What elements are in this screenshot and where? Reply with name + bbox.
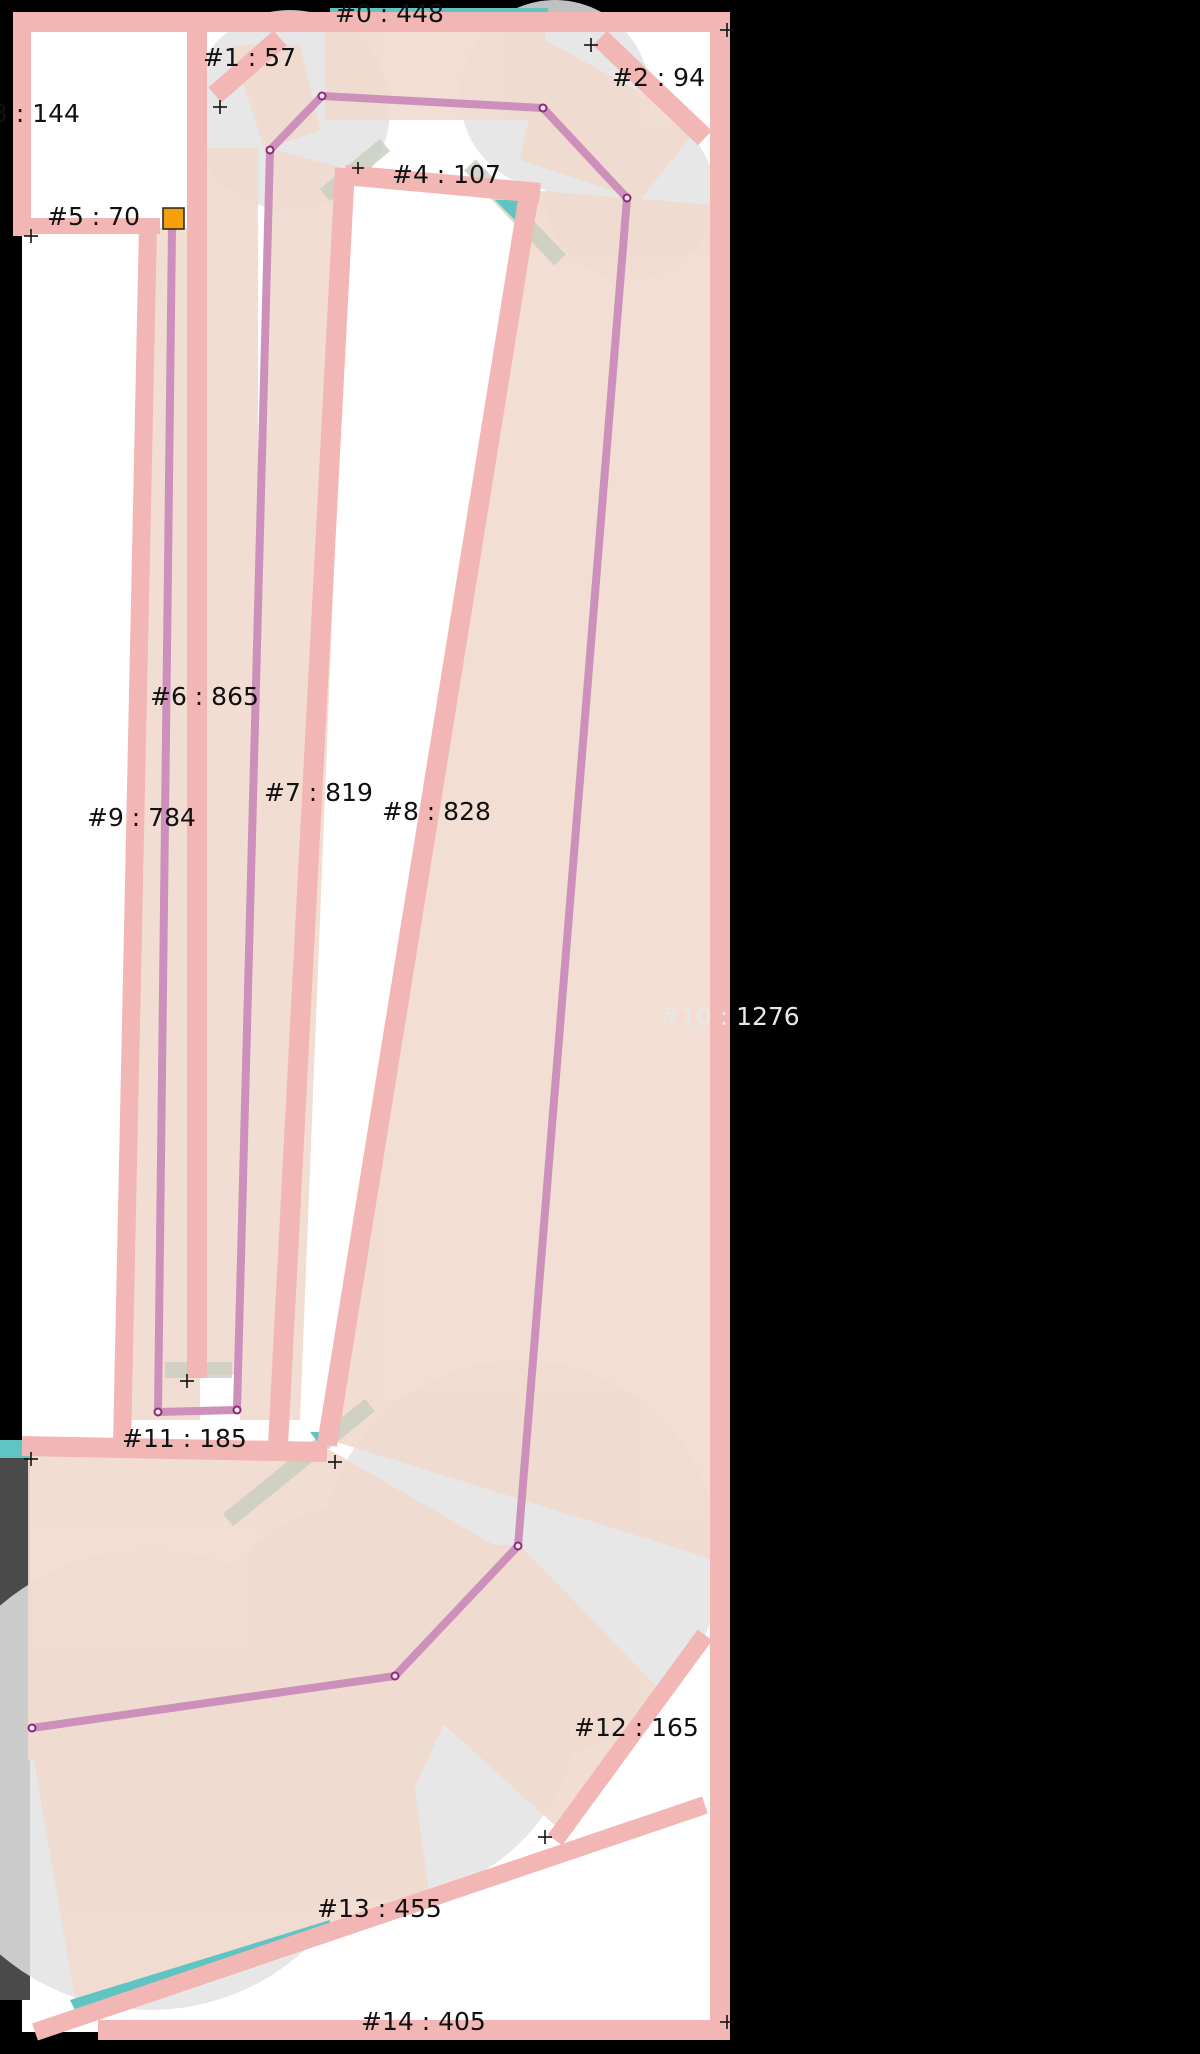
seg-label-1: #1 : 57: [203, 43, 296, 72]
path-node: [317, 91, 327, 101]
walls: [13, 12, 730, 2041]
seg-label-13: #13 : 455: [317, 1894, 442, 1923]
wall-8: [317, 186, 540, 1447]
seg-label-14: #14 : 405: [361, 2007, 486, 2036]
wall-7: [268, 167, 355, 1446]
path-node: [538, 103, 548, 113]
seg-label-9: #9 : 784: [87, 803, 196, 832]
plus-marker: [538, 1830, 552, 1844]
path-node: [390, 1671, 400, 1681]
plus-marker: [213, 100, 227, 114]
seg-label-8: #8 : 828: [382, 797, 491, 826]
path-nodes: [27, 91, 632, 1733]
seg-label-11: #11 : 185: [122, 1424, 247, 1453]
wall-2: [593, 30, 712, 146]
seg-label-4: #4 : 107: [392, 160, 501, 189]
plus-markers: [24, 23, 734, 2029]
wall-4: [344, 165, 541, 203]
wall-9: [113, 224, 157, 1446]
plus-marker: [24, 1452, 38, 1466]
path-node: [153, 1407, 163, 1417]
start-marker: [162, 207, 185, 230]
plus-marker: [328, 1455, 342, 1469]
wall-1: [208, 30, 287, 103]
plus-marker: [720, 23, 734, 37]
path-node: [27, 1723, 37, 1733]
plus-marker: [720, 2015, 734, 2029]
wall-13: [32, 1796, 708, 2041]
wall-11: [21, 1436, 328, 1462]
seg-label-2: #2 : 94: [612, 63, 705, 92]
route-path: [31, 92, 631, 1732]
segment-labels: #0 : 448 #1 : 57 #2 : 94 3 : 144 #4 : 10…: [0, 0, 800, 2036]
path-node: [622, 193, 632, 203]
path-node: [513, 1541, 523, 1551]
plus-marker: [24, 229, 38, 243]
seg-label-10: #10 : 1276: [659, 1002, 800, 1031]
seg-label-7: #7 : 819: [264, 778, 373, 807]
plus-marker: [584, 38, 598, 52]
seg-label-0: #0 : 448: [335, 0, 444, 28]
seg-label-12: #12 : 165: [574, 1713, 699, 1742]
path-node: [232, 1405, 242, 1415]
path-node: [265, 145, 275, 155]
seg-label-6: #6 : 865: [150, 682, 259, 711]
seg-label-3: 3 : 144: [0, 99, 80, 128]
plus-marker: [352, 162, 364, 174]
wall-12: [547, 1629, 713, 1846]
seg-label-5: #5 : 70: [47, 202, 140, 231]
plus-marker: [180, 1374, 194, 1388]
